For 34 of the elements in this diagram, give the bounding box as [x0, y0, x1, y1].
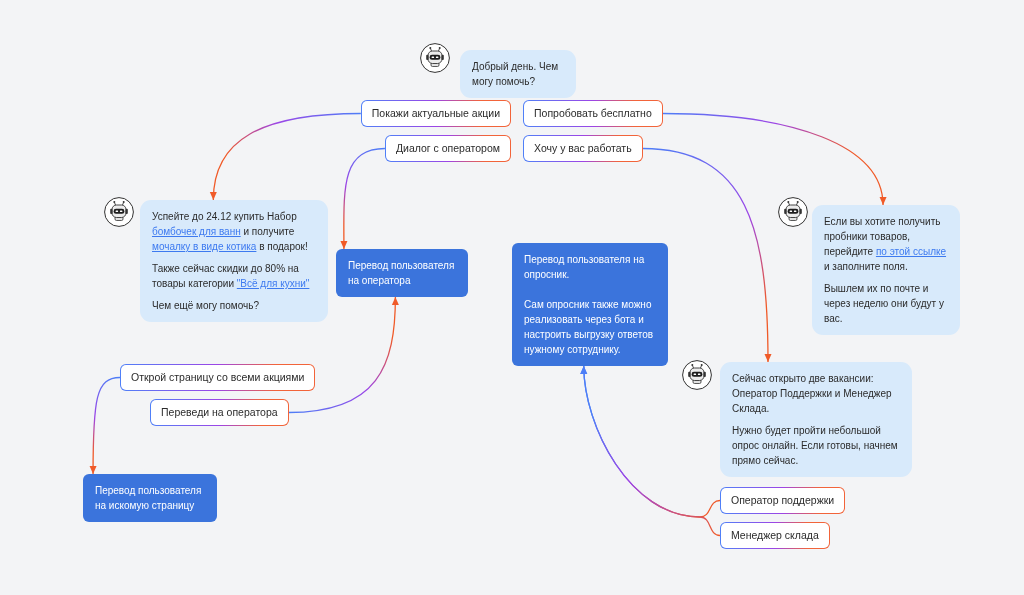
text-link: по этой ссылке: [875, 246, 947, 257]
reply-option-button: Открой страницу со всеми акциями: [120, 364, 316, 391]
text-link: бомбочек для ванн: [152, 226, 241, 237]
action-box: [512, 243, 668, 366]
message-text: Сейчас открыто две вакансии: Оператор Поддержки и Менеджер Склада.: [732, 372, 893, 416]
connector-arrow: [288, 296, 399, 414]
action-box: Перевод пользователя на искомую страницу: [83, 474, 217, 522]
message-text: Вышлем их по почте и через неделю они будут у вас.: [824, 282, 945, 326]
reply-option-button: Переведи на оператора: [150, 399, 289, 426]
reply-option-button: Попробовать бесплатно: [523, 100, 663, 127]
action-text: Перевод пользователя на опросник.: [524, 253, 646, 282]
reply-option-button: Менеджер склада: [720, 522, 830, 549]
reply-option-button: Оператор поддержки: [720, 487, 846, 514]
connector-arrow: [210, 112, 362, 201]
connector-arrow: [340, 147, 386, 250]
message-text: Чем ещё могу помочь?: [152, 299, 261, 313]
message-text: Если вы хотите получить пробники товаров, перейдите по этой ссылке и заполните поля.: [824, 215, 948, 274]
chat-bubble: [140, 200, 328, 322]
action-box: Перевод пользователя на оператора: [336, 249, 468, 297]
action-text: Сам опросник также можно реализовать через бота и настроить выгрузку ответов нужному сотруднику.: [524, 298, 655, 357]
chat-bubble: [812, 205, 960, 335]
reply-option-button: Покажи актуальные акции: [360, 100, 511, 127]
message-text: Успейте до 24.12 купить Набор бомбочек для ванн и получите мочалку в виде котика в подарок!: [152, 210, 309, 254]
reply-option-button: Хочу у вас работать: [523, 135, 643, 162]
text-link: "Всё для кухни": [236, 278, 310, 289]
connector-arrow: [642, 147, 772, 363]
message-text: Нужно будет пройти небольшой опрос онлайн. Если готовы, начнем прямо сейчас.: [732, 424, 899, 468]
connector-arrow: [662, 112, 886, 206]
chat-bubble: Добрый день. Чем могу помочь?: [460, 50, 576, 98]
chat-bubble: [720, 362, 912, 477]
message-text: Также сейчас скидки до 80% на товары категории "Всё для кухни": [152, 262, 311, 291]
text-link: мочалку в виде котика: [152, 241, 257, 252]
connector-arrow: [89, 376, 121, 475]
reply-option-button: Диалог с оператором: [384, 135, 511, 162]
